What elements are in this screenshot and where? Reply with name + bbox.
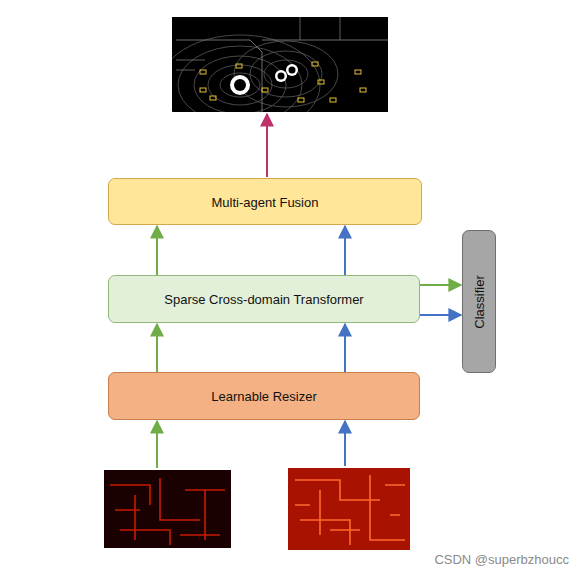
resizer-box: Learnable Resizer xyxy=(108,372,420,420)
flow-arrow xyxy=(344,324,346,372)
transformer-box: Sparse Cross-domain Transformer xyxy=(108,275,420,323)
input-arrow xyxy=(156,421,158,468)
node-label: Multi-agent Fusion xyxy=(212,194,319,209)
flow-arrow xyxy=(344,226,346,275)
classifier-box: Classifier xyxy=(462,230,496,373)
flow-arrow xyxy=(420,284,461,286)
watermark: CSDN @superbzhoucc xyxy=(434,552,569,567)
flow-arrow xyxy=(420,314,461,316)
fusion-box: Multi-agent Fusion xyxy=(108,178,422,225)
flow-arrow xyxy=(156,226,158,275)
flow-arrow xyxy=(156,324,158,372)
feature-heatmap xyxy=(104,470,231,548)
node-label: Classifier xyxy=(472,275,487,328)
output-arrow xyxy=(266,114,268,177)
node-label: Sparse Cross-domain Transformer xyxy=(164,292,363,307)
lidar-output-image xyxy=(160,17,388,135)
feature-heatmap xyxy=(288,468,410,550)
input-arrow xyxy=(344,421,346,466)
node-label: Learnable Resizer xyxy=(211,389,317,404)
